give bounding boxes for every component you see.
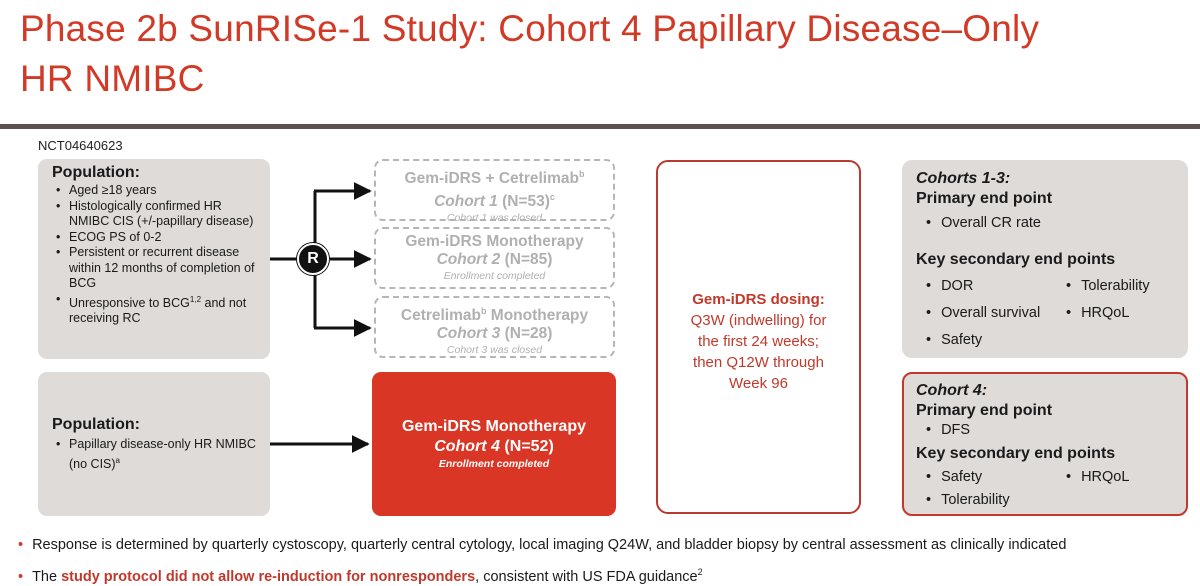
treatment-ref: b: [481, 306, 487, 316]
endpoints-box-cohorts-1-3: Cohorts 1-3: Primary end point Overall C…: [902, 160, 1188, 358]
dosing-line: the first 24 weeks;: [698, 333, 819, 350]
primary-endpoint-heading: Primary end point: [916, 402, 1053, 419]
secondary-endpoint: HRQoL: [1066, 304, 1129, 322]
footnote-response: • Response is determined by quarterly cys…: [18, 536, 1188, 554]
endpoints-title: Cohort 4:: [916, 382, 988, 399]
footnote-protocol: • The study protocol did not allow re-ind…: [18, 563, 1188, 586]
endpoints-box-cohort-4: Cohort 4: Primary end point DFS Key seco…: [902, 372, 1188, 516]
cohort-number: Cohort 1: [434, 193, 498, 211]
slide-title: Phase 2b SunRISe-1 Study: Cohort 4 Papil…: [20, 4, 1190, 104]
population-box-cohorts-1-3: Population: Aged ≥18 years Histologicall…: [38, 159, 270, 359]
cohort-status: Enrollment completed: [438, 458, 550, 470]
footnote-text: Response is determined by quarterly cyst…: [32, 537, 1067, 553]
slide-title-line2: HR NMIBC: [20, 58, 205, 99]
cohort-label: Cohort 4 (N=52): [372, 437, 616, 457]
secondary-endpoint: Safety: [926, 468, 982, 486]
population-box-cohort-4: Population: Papillary disease-only HR NM…: [38, 372, 270, 516]
cohort-2-box: Gem-iDRS Monotherapy Cohort 2 (N=85) Enr…: [374, 227, 615, 289]
bullet-icon: •: [18, 537, 24, 553]
dosing-box: Gem-iDRS dosing: Q3W (indwelling) for th…: [656, 160, 861, 514]
population-criteria-list: Aged ≥18 years Histologically confirmed …: [52, 183, 258, 327]
criteria-item: Histologically confirmed HR NMIBC CIS (+…: [52, 199, 258, 230]
criteria-item-ref: 1,2: [189, 294, 202, 304]
criteria-item-text: Unresponsive to BCG: [69, 295, 190, 310]
footnote-text-post: , consistent with US FDA guidance: [475, 568, 698, 585]
cohort-n: (N=52): [499, 438, 554, 455]
slide-title-line1: Phase 2b SunRISe-1 Study: Cohort 4 Papil…: [20, 8, 1040, 49]
cohort-treatment-text: Gem-iDRS + Cetrelimab: [404, 170, 579, 188]
cohort-label: Cohort 3 (N=28): [376, 325, 613, 343]
footnote-highlight: study protocol did not allow re-inductio…: [61, 568, 476, 585]
cohort-n: (N=53): [497, 193, 550, 211]
secondary-endpoint: Tolerability: [926, 491, 1010, 509]
endpoints-title: Cohorts 1-3:: [916, 170, 1011, 187]
cohort-treatment: Gem-iDRS Monotherapy: [405, 233, 584, 250]
criteria-item: Persistent or recurrent disease within 1…: [52, 245, 258, 292]
secondary-endpoint: Tolerability: [1066, 277, 1150, 295]
cohort-4-box: Gem-iDRS Monotherapy Cohort 4 (N=52) Enr…: [372, 372, 616, 516]
cohort-1-box: Gem-iDRS + Cetrelimabb Cohort 1 (N=53)c …: [374, 159, 615, 224]
footnote-text-pre: The: [32, 568, 62, 585]
criteria-item-text: Papillary disease-only HR NMIBC (no CIS): [69, 437, 256, 471]
secondary-endpoints-heading: Key secondary end points: [916, 251, 1116, 268]
cohort-n: (N=85): [500, 251, 553, 268]
cohort-status: Enrollment completed: [443, 270, 546, 282]
criteria-item: ECOG PS of 0-2: [52, 230, 258, 246]
bullet-icon: •: [18, 568, 24, 585]
footnote-ref: 2: [697, 567, 703, 577]
cohort-treatment: Gem-iDRS Monotherapy: [401, 418, 586, 435]
cohort-3-box: Cetrelimabb Monotherapy Cohort 3 (N=28) …: [374, 296, 615, 358]
cohort-number: Cohort 4: [434, 438, 500, 455]
randomization-node: R: [297, 243, 329, 275]
cohort-number: Cohort 2: [436, 251, 501, 268]
primary-endpoint: DFS: [926, 421, 970, 439]
primary-endpoint-heading: Primary end point: [916, 190, 1053, 207]
title-divider: [0, 124, 1200, 129]
criteria-item-text-cont: and not receiving RC: [69, 295, 247, 326]
cohort-treatment: Cetrelimabb Monotherapy: [376, 302, 613, 325]
cohort-label: Cohort 2 (N=85): [376, 251, 613, 269]
cohort-treatment-text: Cetrelimab: [400, 307, 481, 325]
cohort-number: Cohort 3: [436, 325, 501, 343]
cohort-label: Cohort 1 (N=53)c: [376, 188, 613, 211]
criteria-item: Aged ≥18 years: [52, 183, 258, 199]
treatment-ref: b: [578, 169, 585, 179]
criteria-item-ref: a: [115, 455, 120, 465]
dosing-line: Q3W (indwelling) for: [690, 312, 827, 329]
secondary-endpoint: HRQoL: [1066, 468, 1129, 486]
population-criteria-list: Papillary disease-only HR NMIBC (no CIS)…: [52, 437, 258, 472]
trial-identifier: NCT04640623: [38, 138, 123, 153]
dosing-line: Week 96: [729, 375, 788, 392]
criteria-item: Unresponsive to BCG1,2 and not receiving…: [52, 292, 258, 327]
cohort-n: (N=28): [500, 325, 553, 343]
cohort-n-ref: c: [549, 192, 555, 203]
dosing-line: then Q12W through: [693, 354, 824, 371]
population-heading: Population:: [52, 416, 140, 433]
secondary-endpoints-heading: Key secondary end points: [916, 445, 1116, 462]
dosing-heading: Gem-iDRS dosing:: [692, 291, 825, 308]
secondary-endpoint: Safety: [926, 331, 982, 349]
primary-endpoint: Overall CR rate: [926, 214, 1041, 232]
cohort-status: Cohort 3 was closed: [446, 344, 543, 357]
secondary-endpoint: DOR: [926, 277, 973, 295]
criteria-item: Papillary disease-only HR NMIBC (no CIS)…: [52, 437, 258, 472]
cohort-treatment: Gem-iDRS + Cetrelimabb: [376, 165, 613, 188]
cohort-status: Cohort 1 was closed: [446, 212, 543, 225]
secondary-endpoint: Overall survival: [926, 304, 1040, 322]
population-heading: Population:: [52, 164, 140, 181]
cohort-treatment-text-after: Monotherapy: [486, 307, 589, 325]
